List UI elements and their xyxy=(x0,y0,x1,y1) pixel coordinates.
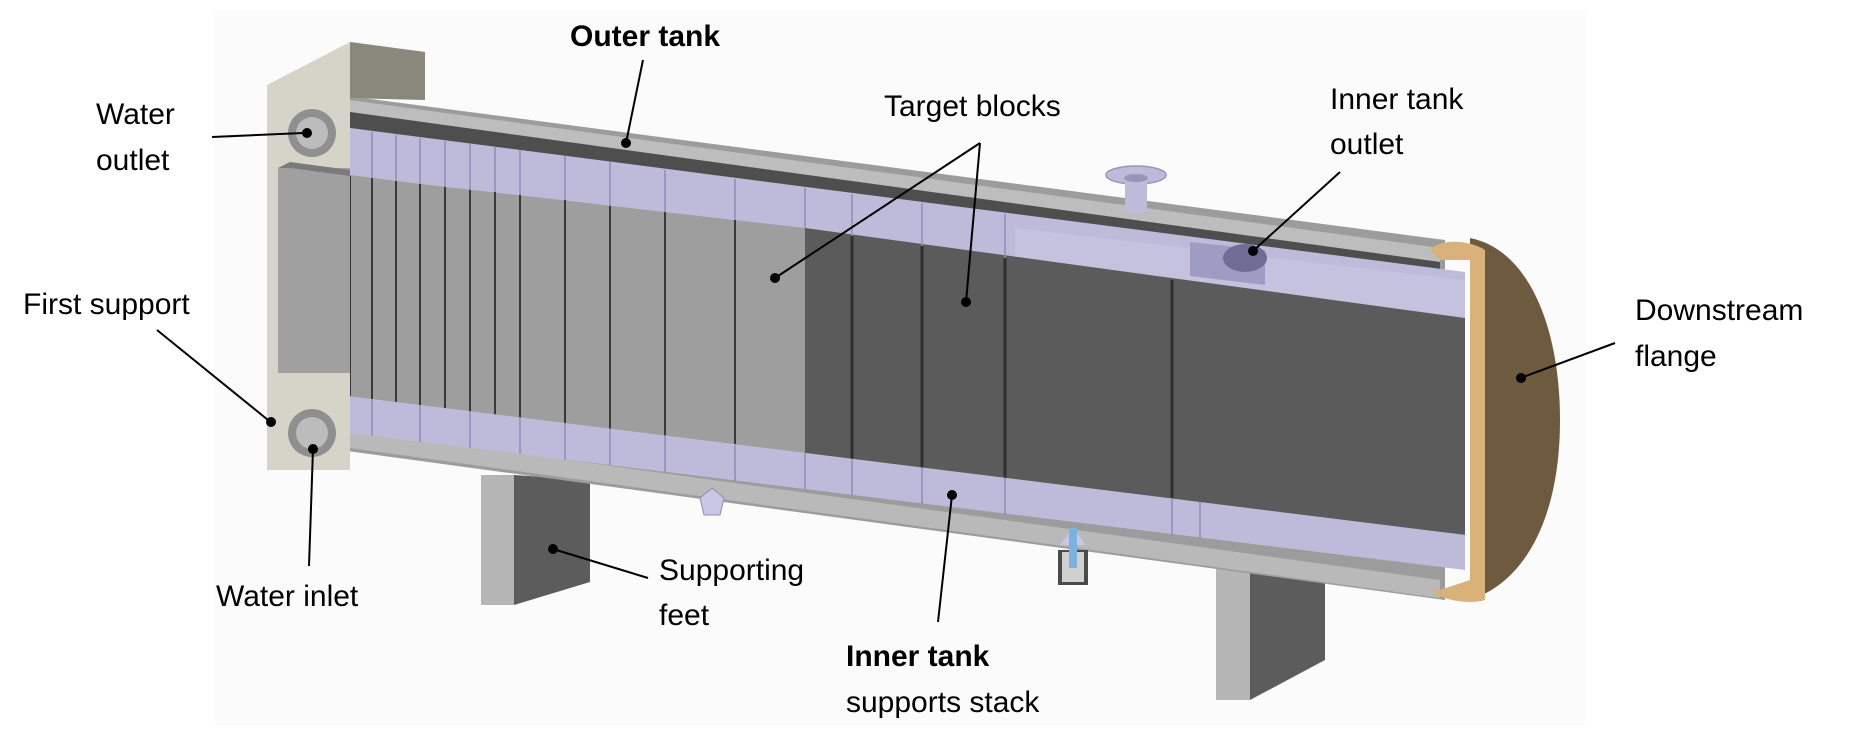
leader-downstream-flange xyxy=(1522,342,1616,378)
leader-supporting-feet xyxy=(552,548,649,579)
leader-lines xyxy=(156,59,1616,623)
leader-target-blocks-b xyxy=(965,142,981,303)
bottom-nozzles xyxy=(699,487,1088,585)
label-inner-tank-stack-line1: Inner tank xyxy=(846,640,990,673)
label-supporting-feet-line2: feet xyxy=(659,599,710,632)
label-downstream-flange-line2: flange xyxy=(1635,340,1717,373)
top-nozzle xyxy=(1105,165,1167,213)
inner-tank-bottom xyxy=(340,395,1465,570)
label-water-inlet: Water inlet xyxy=(216,580,359,613)
downstream-flange xyxy=(1430,238,1560,602)
label-first-support: First support xyxy=(23,288,190,321)
label-outer-tank: Outer tank xyxy=(570,20,720,53)
leader-water-outlet xyxy=(211,132,304,138)
leader-first-support xyxy=(156,329,269,421)
leader-dots xyxy=(266,128,1526,554)
leader-inner-tank-outlet xyxy=(1252,171,1341,252)
leader-outer-tank xyxy=(625,59,644,144)
supporting-feet xyxy=(481,475,1325,700)
inner-tank-top-segments xyxy=(371,132,1006,258)
label-inner-tank-outlet-line1: Inner tank xyxy=(1330,83,1464,116)
target-blocks-light xyxy=(280,168,805,455)
label-supporting-feet-line1: Supporting xyxy=(659,554,804,587)
first-support xyxy=(267,42,425,470)
label-water-outlet-line2: outlet xyxy=(96,144,170,177)
leader-target-blocks-a xyxy=(774,142,981,279)
label-inner-tank-outlet-line2: outlet xyxy=(1330,128,1404,161)
leader-water-inlet xyxy=(308,448,314,567)
leader-inner-tank-stack xyxy=(937,494,953,623)
label-inner-tank-stack-line2: supports stack xyxy=(846,686,1040,719)
label-downstream-flange-line1: Downstream xyxy=(1635,294,1803,327)
label-target-blocks: Target blocks xyxy=(884,90,1061,123)
label-water-outlet-line1: Water xyxy=(96,98,175,131)
